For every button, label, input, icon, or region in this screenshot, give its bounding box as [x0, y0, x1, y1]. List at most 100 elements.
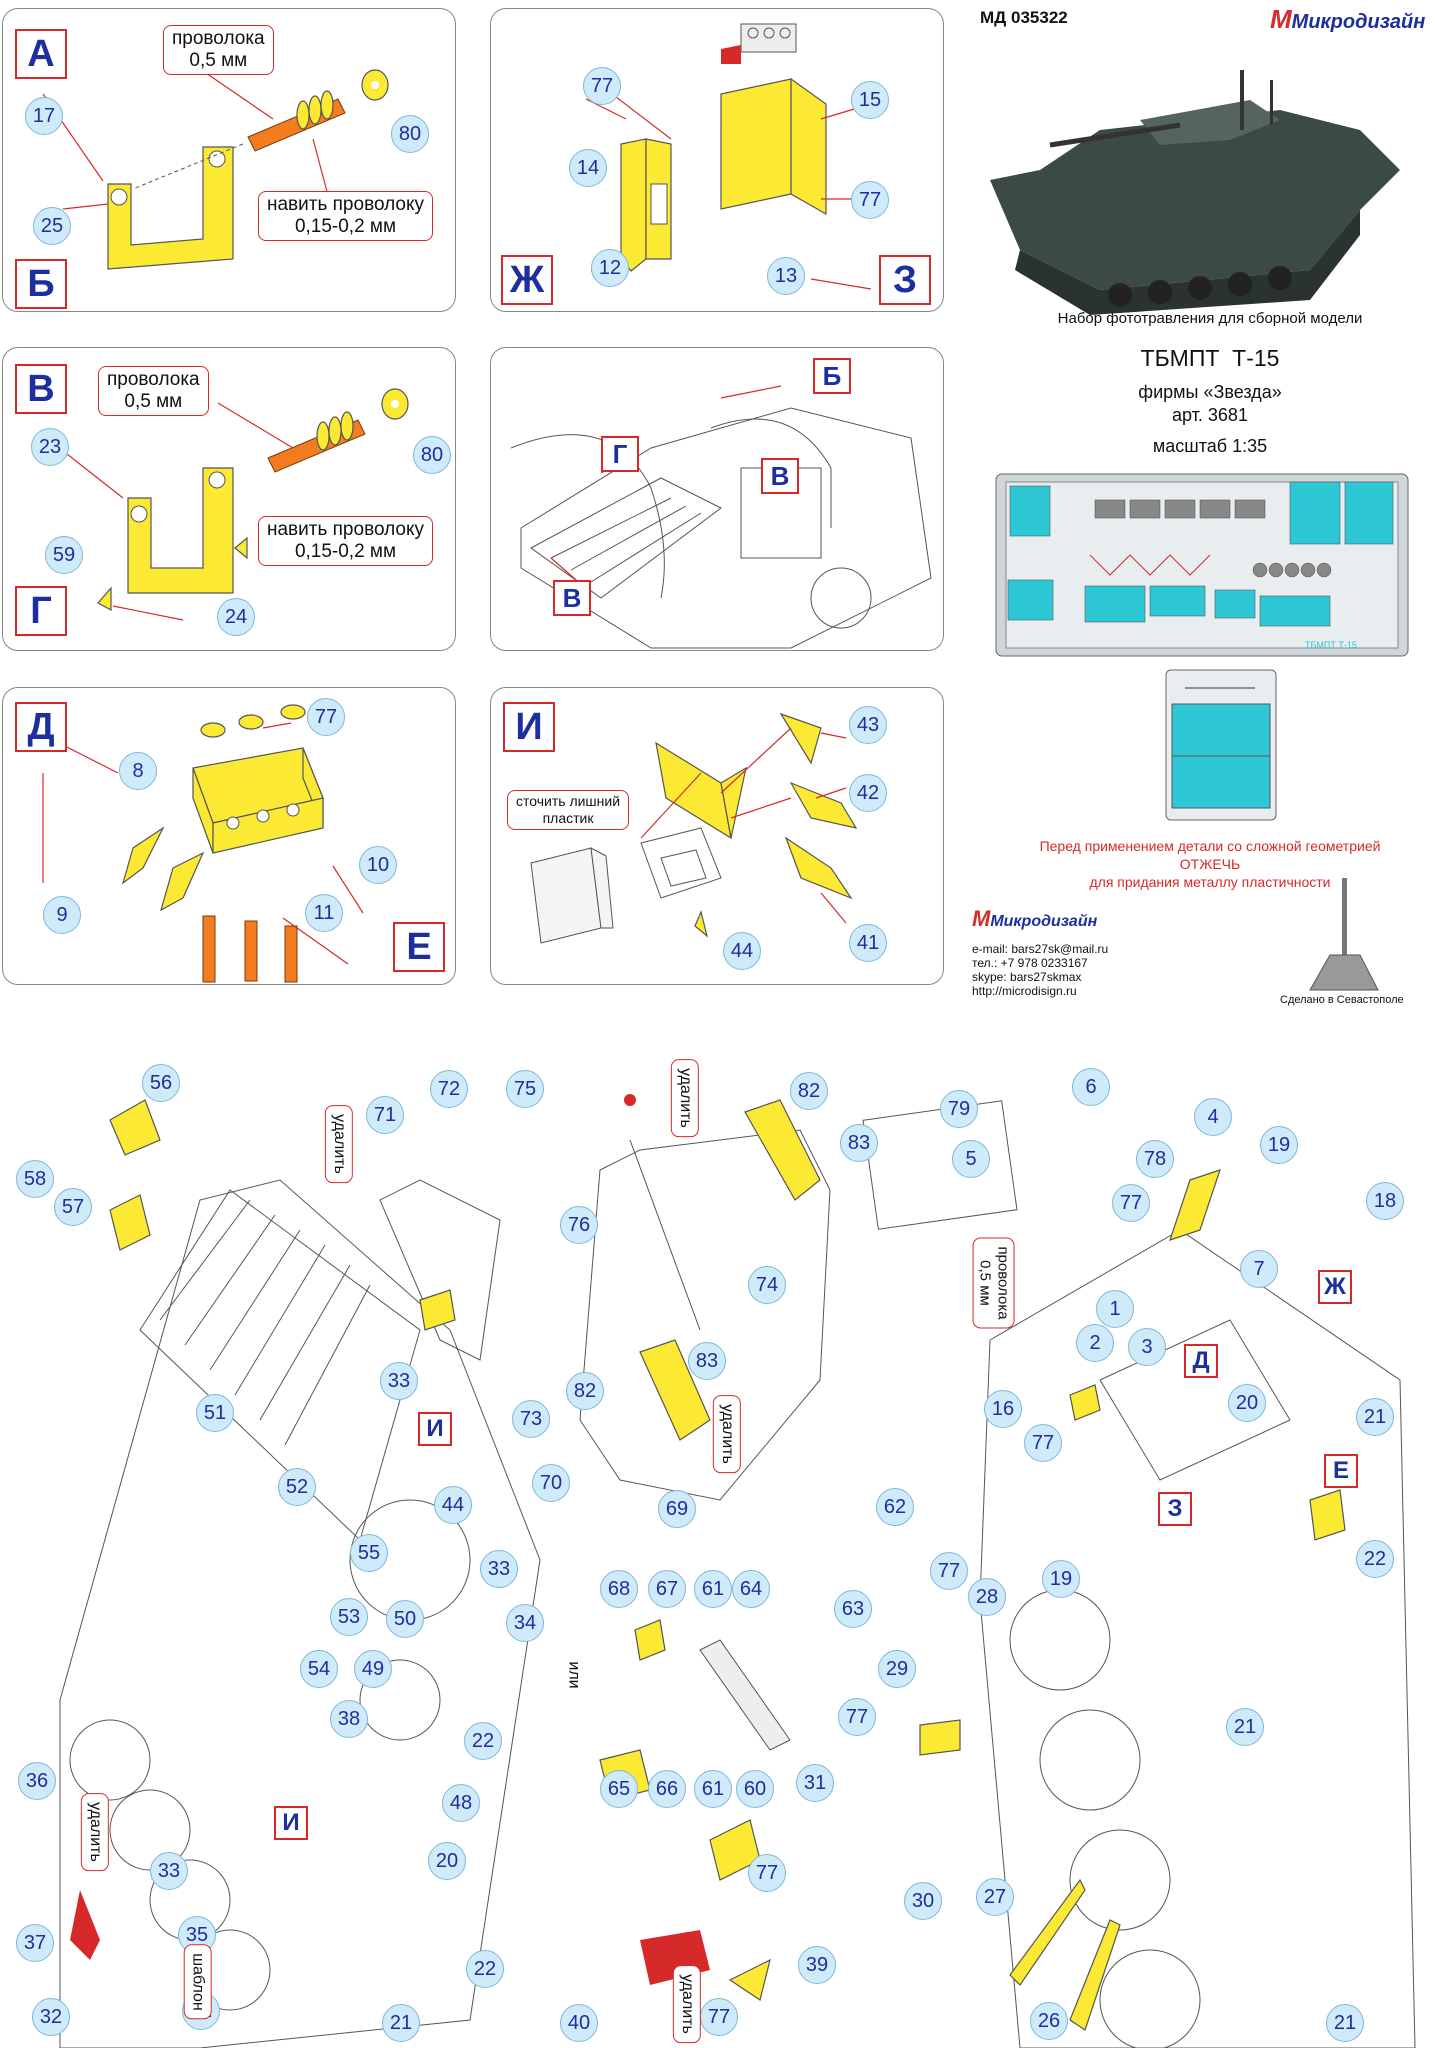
contacts-logo: ММикродизайн — [972, 906, 1097, 932]
callout-letter-z: З — [879, 255, 931, 305]
panel-v-drawing — [52, 388, 409, 621]
part-number-17: 17 — [25, 97, 63, 135]
part-number-9: 9 — [43, 896, 81, 934]
panel-zh-z: Ж З 77 14 12 15 77 13 — [490, 8, 944, 312]
part-number-66: 66 — [648, 1770, 686, 1808]
callout-letter-i: И — [274, 1806, 308, 1840]
wind-wire-line2: 0,15-0,2 мм — [294, 541, 397, 562]
trim-note-line1: сточить лишний — [516, 793, 621, 809]
wire-note-line1: проволока — [994, 1246, 1012, 1320]
part-number-19: 19 — [1042, 1560, 1080, 1598]
part-number-77: 77 — [307, 698, 345, 736]
part-number-74: 74 — [748, 1266, 786, 1304]
part-number-75: 75 — [506, 1070, 544, 1108]
part-number-80: 80 — [391, 115, 429, 153]
warning-line2: ОТЖЕЧЬ — [1179, 856, 1241, 872]
part-number-5: 5 — [952, 1140, 990, 1178]
part-number-24: 24 — [217, 598, 255, 636]
part-number-68: 68 — [600, 1570, 638, 1608]
wire-note-line1: проволока — [107, 369, 200, 390]
brand-logo: ММикродизайн — [1270, 4, 1425, 35]
part-number-7: 7 — [1240, 1250, 1278, 1288]
callout-letter-v: В — [761, 458, 799, 494]
or-label: или — [565, 1661, 583, 1689]
callout-letter-g: Г — [601, 436, 639, 472]
callout-letter-b: Б — [15, 259, 67, 309]
part-number-26: 26 — [1030, 2002, 1068, 2040]
part-number-33: 33 — [150, 1852, 188, 1890]
part-number-58: 58 — [16, 1160, 54, 1198]
callout-letter-i: И — [418, 1412, 452, 1446]
part-number-54: 54 — [300, 1650, 338, 1688]
part-number-49: 49 — [354, 1650, 392, 1688]
part-number-50: 50 — [386, 1600, 424, 1638]
part-number-18: 18 — [1366, 1182, 1404, 1220]
wire-note-line2: 0,5 мм — [124, 391, 183, 412]
maker: фирмы «Звезда» — [1138, 382, 1282, 402]
panel-overview: Б Г В В — [490, 347, 944, 651]
contact-email: e-mail: bars27sk@mail.ru — [972, 942, 1109, 956]
callout-letter-zh: Ж — [1318, 1270, 1352, 1304]
remove-note: удалить — [670, 1059, 699, 1137]
warning-line1: Перед применением детали со сложной геом… — [1039, 838, 1381, 854]
part-number-76: 76 — [560, 1206, 598, 1244]
part-number-19: 19 — [1260, 1126, 1298, 1164]
part-number-25: 25 — [33, 207, 71, 245]
contact-url: http://microdisign.ru — [972, 984, 1077, 998]
part-number-78: 78 — [1136, 1140, 1174, 1178]
scale: масштаб 1:35 — [1152, 436, 1268, 456]
part-number-77b: 77 — [851, 181, 889, 219]
part-number-77: 77 — [583, 67, 621, 105]
part-number-71: 71 — [366, 1096, 404, 1134]
wind-wire-line1: навить проволоку — [267, 194, 424, 215]
svg-text:ТБМПТ Т-15: ТБМПТ Т-15 — [1305, 640, 1357, 650]
template-note-text: шаблон — [189, 1953, 207, 2011]
product-code: МД 035322 — [980, 8, 1068, 27]
part-number-33: 33 — [380, 1362, 418, 1400]
part-number-79: 79 — [940, 1090, 978, 1128]
contacts-logo-mark: М — [972, 906, 991, 931]
contact-phone: тел.: +7 978 0233167 — [972, 956, 1088, 970]
part-number-72: 72 — [430, 1070, 468, 1108]
callout-letter-b: Б — [813, 358, 851, 394]
callout-letter-a: А — [15, 29, 67, 79]
part-number-31: 31 — [796, 1764, 834, 1802]
part-number-77: 77 — [1112, 1184, 1150, 1222]
callout-letter-d: Д — [1184, 1344, 1218, 1378]
part-number-61: 61 — [694, 1570, 732, 1608]
part-number-77: 77 — [700, 1998, 738, 2036]
made-in: Сделано в Севастополе — [1280, 994, 1404, 1006]
part-number-73: 73 — [512, 1400, 550, 1438]
callout-letter-v: В — [15, 364, 67, 414]
article: арт. 3681 — [1172, 405, 1248, 425]
part-number-36: 36 — [18, 1762, 56, 1800]
part-number-33: 33 — [480, 1550, 518, 1588]
part-number-52: 52 — [278, 1468, 316, 1506]
callout-letter-z: З — [1158, 1492, 1192, 1526]
part-number-69: 69 — [658, 1490, 696, 1528]
set-title: Набор фототравления для сборной модели — [1057, 310, 1363, 327]
part-number-77: 77 — [1024, 1424, 1062, 1462]
part-number-34: 34 — [506, 1604, 544, 1642]
part-number-20: 20 — [428, 1842, 466, 1880]
brand-logo-text: Микродизайн — [1291, 11, 1426, 33]
template-note: шаблон — [183, 1944, 212, 2020]
callout-letter-d: Д — [15, 702, 67, 752]
panel-zh-drawing — [585, 23, 872, 290]
part-number-15: 15 — [851, 81, 889, 119]
part-number-43: 43 — [849, 706, 887, 744]
remove-note: удалить — [712, 1395, 741, 1473]
part-number-57: 57 — [54, 1188, 92, 1226]
panel-i-drawing — [530, 712, 858, 944]
part-number-80: 80 — [413, 436, 451, 474]
part-number-77: 77 — [838, 1698, 876, 1736]
part-number-42: 42 — [849, 774, 887, 812]
part-number-22: 22 — [464, 1722, 502, 1760]
part-number-77: 77 — [748, 1854, 786, 1892]
part-number-16: 16 — [984, 1390, 1022, 1428]
part-number-30: 30 — [904, 1882, 942, 1920]
brand-logo-mark: М — [1270, 4, 1292, 34]
